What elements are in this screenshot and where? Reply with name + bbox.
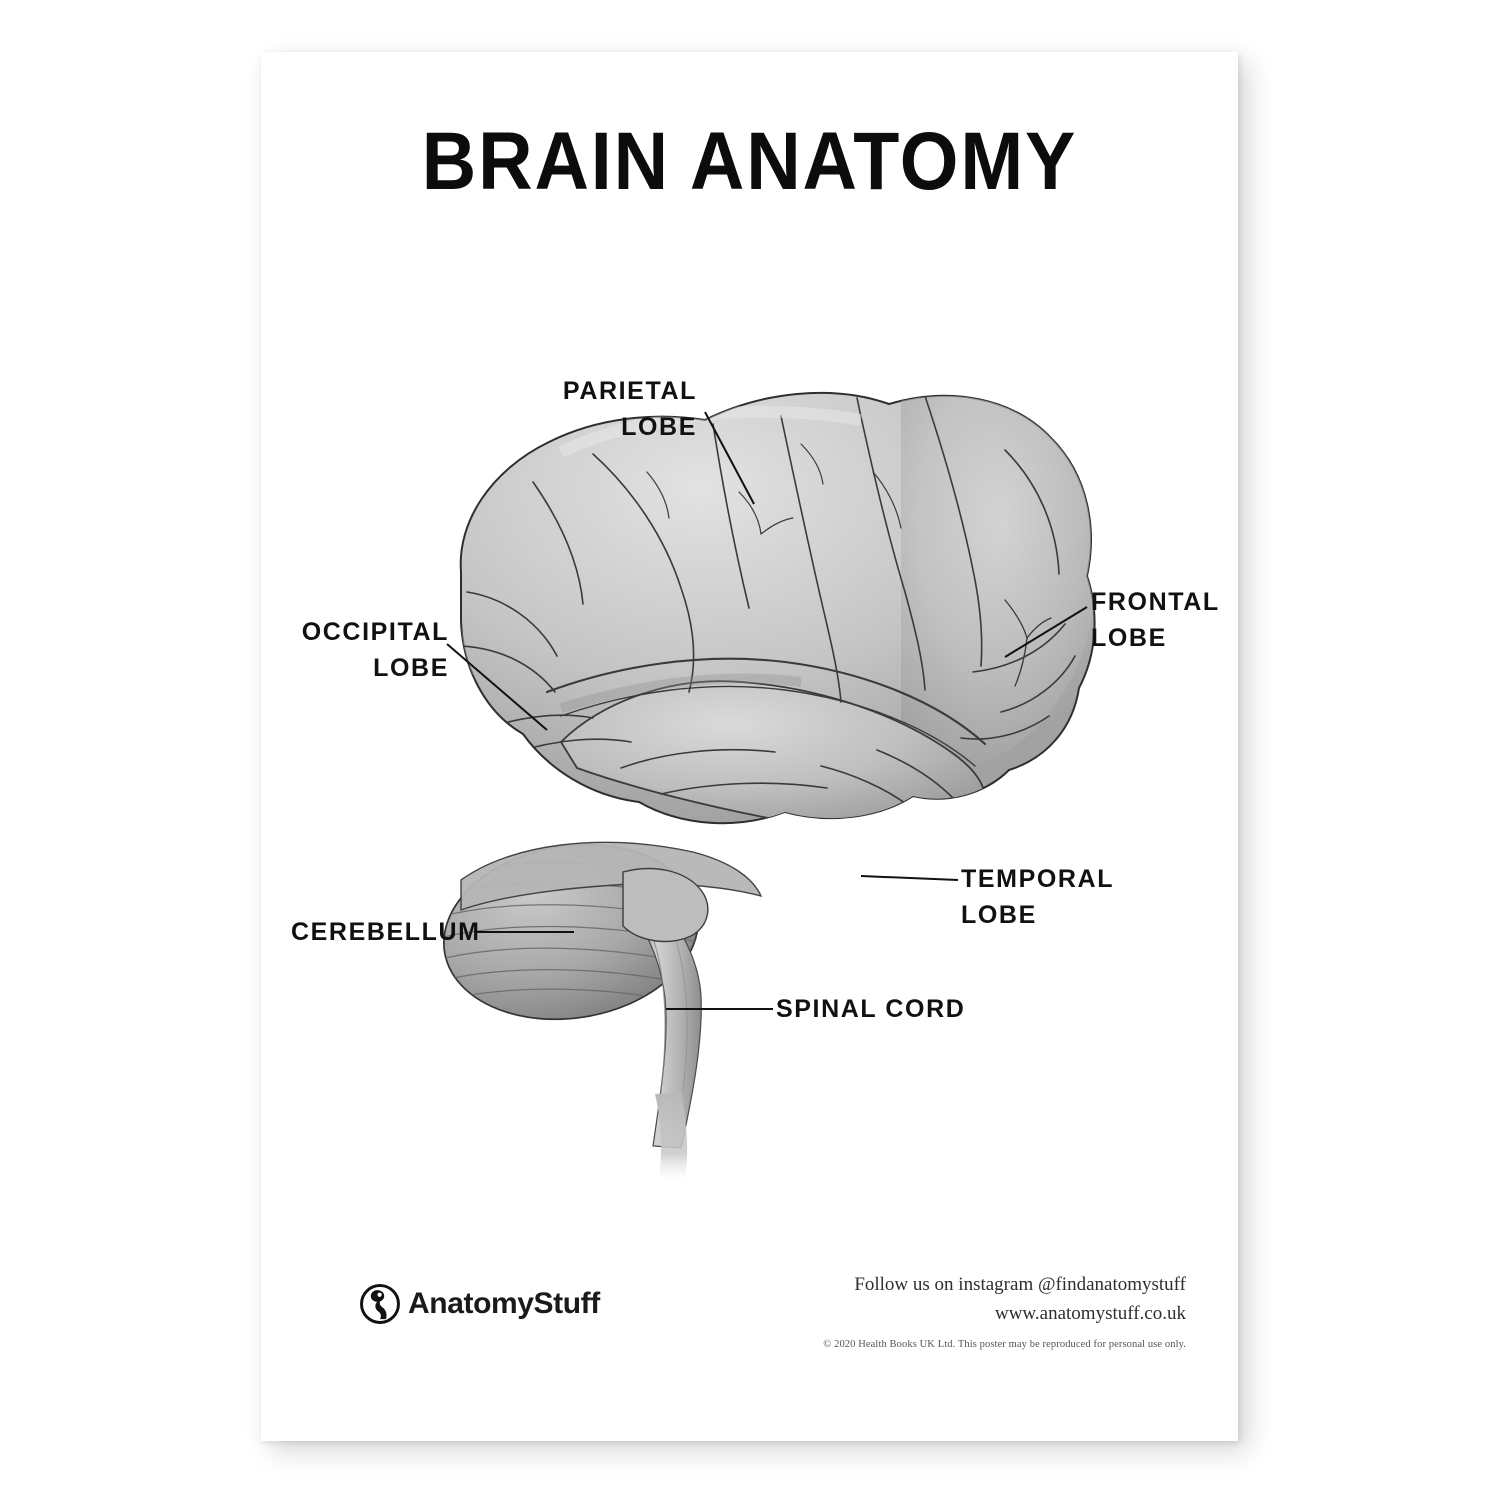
- copyright-line: © 2020 Health Books UK Ltd. This poster …: [823, 1339, 1186, 1350]
- label-cerebellum-line1: CEREBELLUM: [291, 918, 481, 946]
- brand-name: AnatomyStuff: [408, 1287, 600, 1320]
- label-temporal-line2: LOBE: [961, 900, 1037, 929]
- label-spinal-cord: SPINAL CORD: [776, 992, 964, 1028]
- page-title: BRAIN ANATOMY: [421, 116, 1078, 207]
- anatomy-poster-sheet: BRAIN ANATOMY: [261, 52, 1238, 1441]
- label-occipital-line1: OCCIPITAL: [301, 618, 449, 646]
- label-spinal-line1: SPINAL CORD: [776, 995, 966, 1023]
- label-parietal-lobe: PARIETAL LOBE: [537, 374, 697, 445]
- leader-parietal: [704, 411, 755, 505]
- footer-contact-block: Follow us on instagram @findanatomystuff…: [823, 1271, 1186, 1352]
- leader-lines: [446, 411, 1088, 1010]
- label-occipital-line2: LOBE: [373, 653, 449, 682]
- label-parietal-line2: LOBE: [621, 412, 697, 441]
- label-frontal-line2: LOBE: [1091, 623, 1167, 652]
- label-cerebellum: CEREBELLUM: [291, 915, 479, 951]
- label-occipital-lobe: OCCIPITAL LOBE: [279, 615, 449, 686]
- poster-footer: AnatomyStuff Follow us on instagram @fin…: [261, 1271, 1238, 1391]
- website-line[interactable]: www.anatomystuff.co.uk: [994, 1302, 1186, 1324]
- label-temporal-line1: TEMPORAL: [961, 865, 1115, 893]
- leader-temporal: [860, 875, 959, 881]
- label-frontal-lobe: FRONTAL LOBE: [1091, 585, 1271, 656]
- label-temporal-lobe: TEMPORAL LOBE: [961, 862, 1121, 933]
- label-frontal-line1: FRONTAL: [1091, 588, 1220, 616]
- anatomystuff-logo-icon: [360, 1284, 400, 1324]
- brand-logo-block: AnatomyStuff: [359, 1283, 600, 1325]
- label-parietal-line1: PARIETAL: [562, 377, 697, 405]
- instagram-line: Follow us on instagram @findanatomystuff: [854, 1274, 1186, 1295]
- spinal-cord-shape: [622, 867, 709, 1180]
- leader-occipital: [446, 643, 548, 731]
- brain-illustration: [432, 391, 1096, 1180]
- leader-frontal: [1004, 606, 1088, 658]
- cerebrum-shape: [459, 391, 1096, 825]
